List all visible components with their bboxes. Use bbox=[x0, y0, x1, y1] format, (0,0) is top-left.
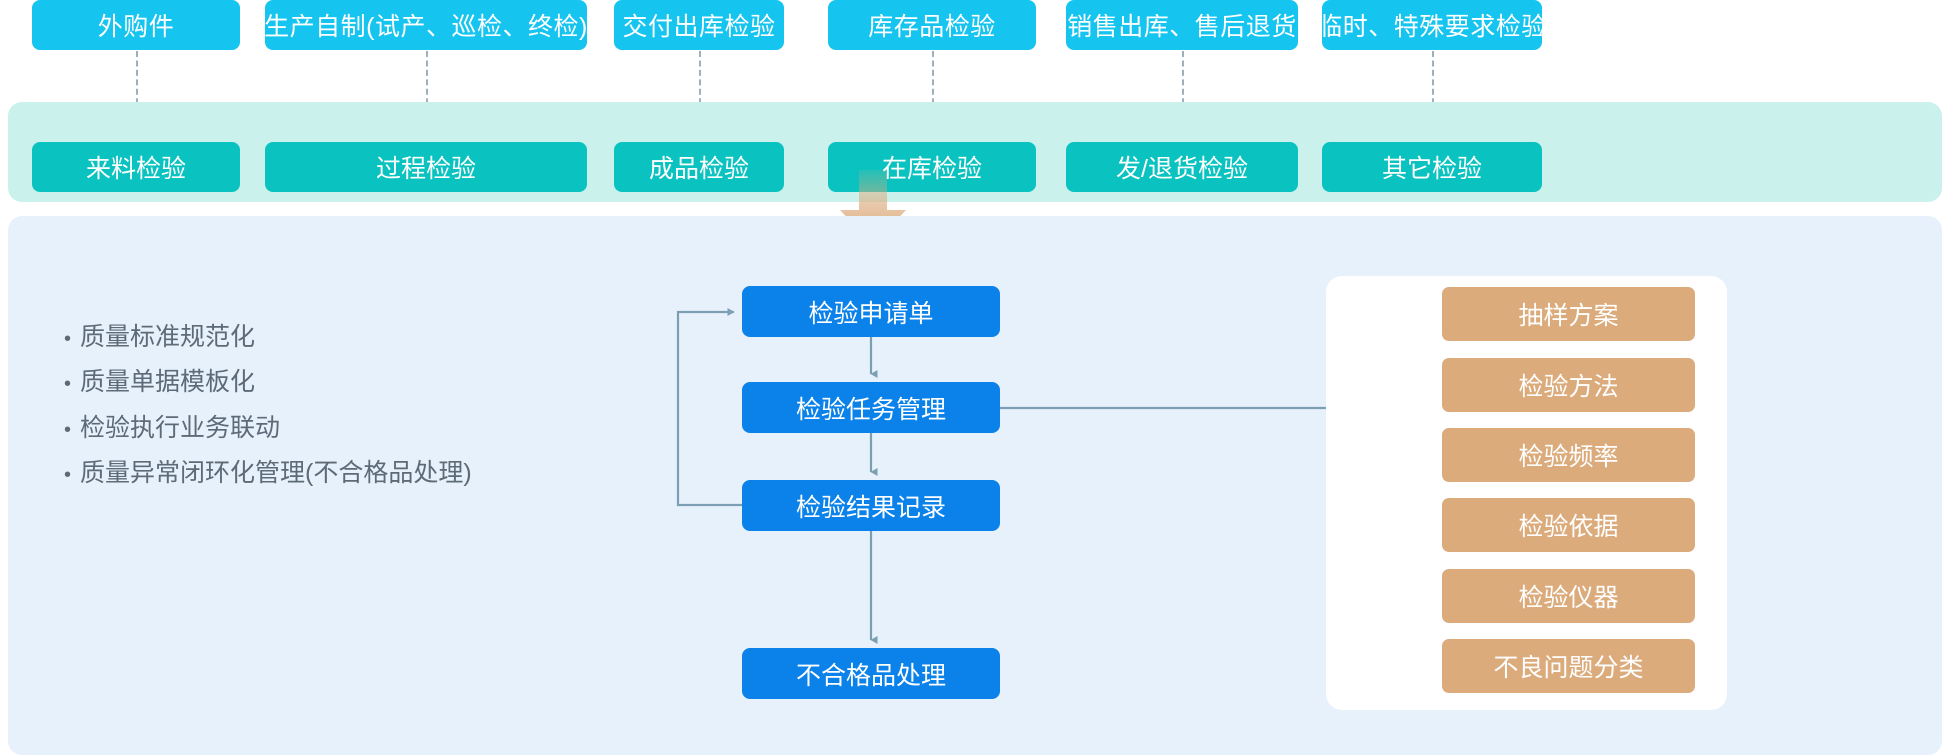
capability-list: • 质量标准规范化 • 质量单据模板化 • 检验执行业务联动 • 质量异常闭环化… bbox=[64, 322, 624, 503]
dashed-connector-6 bbox=[1432, 51, 1434, 142]
type-chip-incoming-inspection[interactable]: 来料检验 bbox=[32, 142, 240, 192]
list-item: • 质量单据模板化 bbox=[64, 367, 624, 398]
attribute-chip-defect-classification[interactable]: 不良问题分类 bbox=[1442, 639, 1695, 693]
dashed-connector-3 bbox=[699, 51, 701, 142]
attribute-chip-inspection-basis[interactable]: 检验依据 bbox=[1442, 498, 1695, 552]
source-chip-outsourced-parts[interactable]: 外购件 bbox=[32, 0, 240, 50]
bullet-icon: • bbox=[64, 328, 72, 350]
capability-label: 检验执行业务联动 bbox=[80, 413, 281, 442]
dashed-connector-1 bbox=[136, 51, 138, 142]
dashed-connector-2 bbox=[426, 51, 428, 142]
attribute-chip-inspection-frequency[interactable]: 检验频率 bbox=[1442, 428, 1695, 482]
inspection-attribute-card bbox=[1326, 276, 1727, 710]
flow-step-task-management[interactable]: 检验任务管理 bbox=[742, 382, 1000, 433]
attribute-chip-sampling-plan[interactable]: 抽样方案 bbox=[1442, 287, 1695, 341]
capability-label: 质量单据模板化 bbox=[80, 368, 256, 397]
capability-label: 质量标准规范化 bbox=[80, 323, 256, 351]
source-chip-self-manufactured[interactable]: 生产自制(试产、巡检、终检) bbox=[264, 0, 587, 50]
list-item: • 质量异常闭环化管理(不合格品处理) bbox=[64, 458, 624, 489]
type-chip-other-inspection[interactable]: 其它检验 bbox=[1322, 142, 1542, 192]
type-chip-shipment-return-inspection[interactable]: 发/退货检验 bbox=[1066, 142, 1298, 192]
list-item: • 质量标准规范化 bbox=[64, 322, 624, 353]
type-chip-finished-goods-inspection[interactable]: 成品检验 bbox=[614, 142, 784, 192]
bullet-icon: • bbox=[64, 418, 72, 441]
attribute-chip-inspection-method[interactable]: 检验方法 bbox=[1442, 358, 1695, 412]
bullet-icon: • bbox=[64, 463, 72, 486]
flow-step-result-record[interactable]: 检验结果记录 bbox=[742, 480, 1000, 531]
source-chip-stock-goods[interactable]: 库存品检验 bbox=[828, 0, 1036, 50]
bullet-icon: • bbox=[64, 373, 72, 396]
dashed-connector-5 bbox=[1182, 51, 1184, 142]
source-chip-sales-return[interactable]: 销售出库、售后退货 bbox=[1066, 0, 1298, 50]
source-chip-delivery-outbound[interactable]: 交付出库检验 bbox=[614, 0, 784, 50]
type-chip-process-inspection[interactable]: 过程检验 bbox=[265, 142, 587, 192]
capability-label: 质量异常闭环化管理(不合格品处理) bbox=[80, 458, 472, 487]
source-chip-temporary-special[interactable]: 临时、特殊要求检验 bbox=[1317, 0, 1546, 50]
inspection-type-band: 来料检验 过程检验 成品检验 在库检验 发/退货检验 其它检验 bbox=[8, 102, 1942, 202]
flow-step-inspection-request[interactable]: 检验申请单 bbox=[742, 286, 1000, 337]
dashed-connector-4 bbox=[932, 51, 934, 142]
flow-step-nonconforming-handling[interactable]: 不合格品处理 bbox=[742, 648, 1000, 699]
attribute-chip-inspection-instrument[interactable]: 检验仪器 bbox=[1442, 569, 1695, 623]
list-item: • 检验执行业务联动 bbox=[64, 413, 624, 444]
